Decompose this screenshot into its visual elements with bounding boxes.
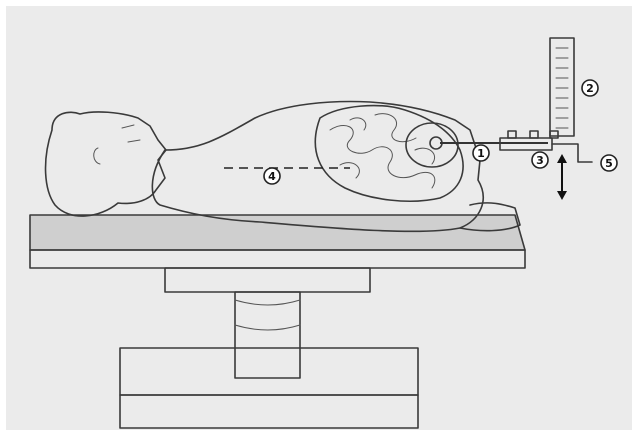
callout-1: 1: [473, 145, 489, 161]
callout-3: 3: [532, 152, 548, 168]
table-top-surface: [30, 215, 525, 250]
callout-2: 2: [582, 80, 598, 96]
callout-3-label: 3: [536, 154, 544, 167]
callout-5-label: 5: [605, 157, 613, 170]
callout-1-label: 1: [477, 147, 485, 160]
callout-5: 5: [601, 155, 617, 171]
callout-4-label: 4: [268, 170, 276, 183]
callout-2-label: 2: [586, 82, 594, 95]
callout-4: 4: [264, 168, 280, 184]
